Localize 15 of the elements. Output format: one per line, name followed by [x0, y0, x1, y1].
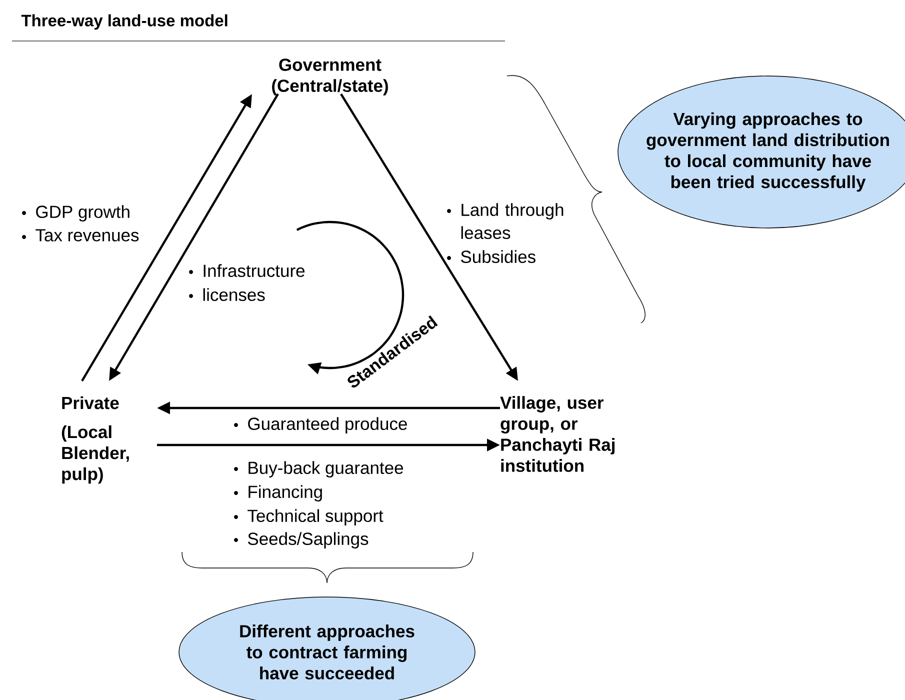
bullet-item: Land through leases: [447, 203, 564, 240]
bullet-item: Seeds/Saplings: [234, 532, 368, 549]
bullet-item: Infrastructure: [189, 264, 305, 278]
bullet-item: Tax revenues: [22, 229, 139, 242]
bullet-item: Technical support: [234, 509, 384, 526]
title: Three-way land-use model: [21, 14, 228, 30]
bullet-item: Guaranteed produce: [234, 417, 407, 434]
bullet-item: Financing: [234, 485, 322, 502]
bullet-item: Buy-back guarantee: [234, 461, 404, 478]
actor-label: Government (Central/state): [272, 58, 388, 96]
bullet-item: GDP growth: [22, 205, 130, 222]
bullet-item: Subsidies: [447, 250, 536, 264]
actor-label: Village, user group, or Panchayti Raj institution: [500, 396, 614, 472]
bullet-item: licenses: [189, 288, 265, 302]
actor-label: Private (Local Blender, pulp): [62, 396, 129, 484]
